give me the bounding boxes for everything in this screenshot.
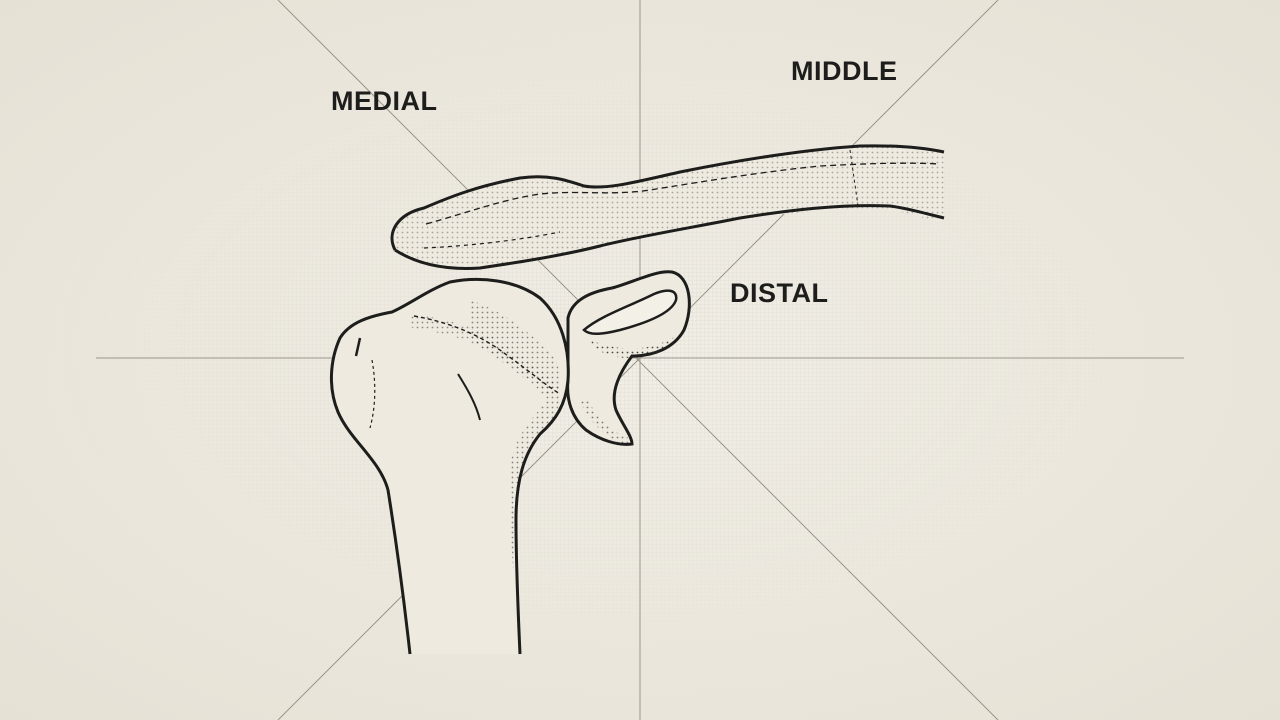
acromion-process — [566, 270, 691, 446]
guide-line-diagonal-ascending — [277, 0, 999, 720]
guide-lines — [96, 0, 1184, 720]
middle-label: MIDDLE — [791, 56, 898, 86]
humerus-bone — [329, 277, 570, 655]
distal-label: DISTAL — [730, 278, 829, 308]
clavicle-bone — [390, 144, 945, 270]
medial-label: MEDIAL — [331, 86, 438, 116]
